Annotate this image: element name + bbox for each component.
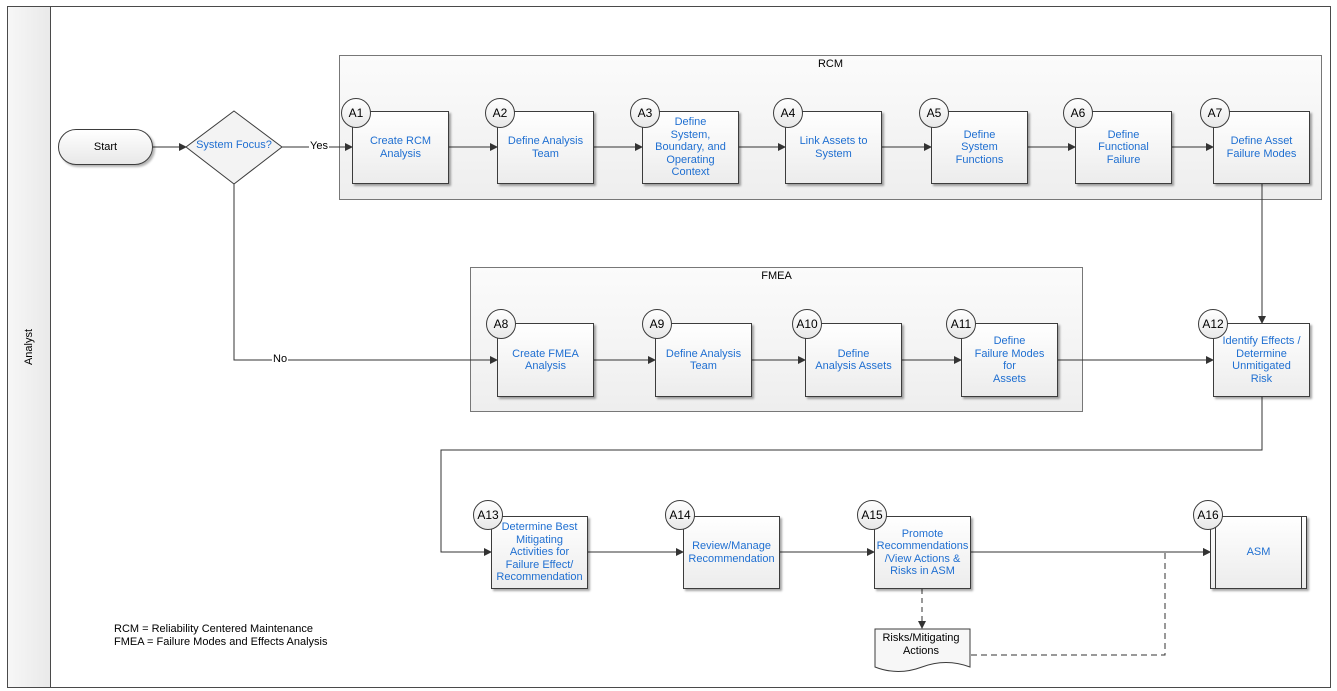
badge-a15: A15 bbox=[857, 500, 887, 530]
decision-diamond bbox=[185, 110, 283, 185]
swimlane-header bbox=[7, 6, 51, 688]
document-shape bbox=[874, 628, 971, 672]
decision-label[interactable]: System Focus? bbox=[196, 139, 272, 151]
legend-rcm: RCM = Reliability Centered Maintenance bbox=[114, 623, 314, 635]
badge-a4: A4 bbox=[773, 98, 803, 128]
start-label: Start bbox=[93, 141, 118, 153]
badge-a11: A11 bbox=[946, 309, 976, 339]
badge-a9: A9 bbox=[642, 309, 672, 339]
badge-a7: A7 bbox=[1200, 98, 1230, 128]
badge-a6: A6 bbox=[1063, 98, 1093, 128]
badge-a14: A14 bbox=[665, 500, 695, 530]
legend-fmea: FMEA = Failure Modes and Effects Analysi… bbox=[114, 636, 328, 648]
no-label: No bbox=[272, 353, 289, 365]
badge-a2: A2 bbox=[485, 98, 515, 128]
start-terminal[interactable]: Start bbox=[58, 129, 153, 165]
badge-a1: A1 bbox=[341, 98, 371, 128]
badge-a8: A8 bbox=[486, 309, 516, 339]
badge-a3: A3 bbox=[630, 98, 660, 128]
rcm-group-title: RCM bbox=[817, 58, 844, 70]
edge-no-a8 bbox=[233, 184, 498, 364]
badge-a5: A5 bbox=[919, 98, 949, 128]
step-a16[interactable]: ASM bbox=[1210, 516, 1307, 589]
yes-label: Yes bbox=[309, 140, 329, 152]
badge-a12: A12 bbox=[1198, 309, 1228, 339]
fmea-group-title: FMEA bbox=[761, 270, 792, 282]
document-label[interactable]: Risks/Mitigating Actions bbox=[882, 632, 960, 657]
edge-document-a16 bbox=[971, 548, 1211, 656]
badge-a16: A16 bbox=[1193, 500, 1223, 530]
badge-a13: A13 bbox=[473, 500, 503, 530]
badge-a10: A10 bbox=[792, 309, 822, 339]
edge-a12-a13 bbox=[440, 397, 1263, 556]
